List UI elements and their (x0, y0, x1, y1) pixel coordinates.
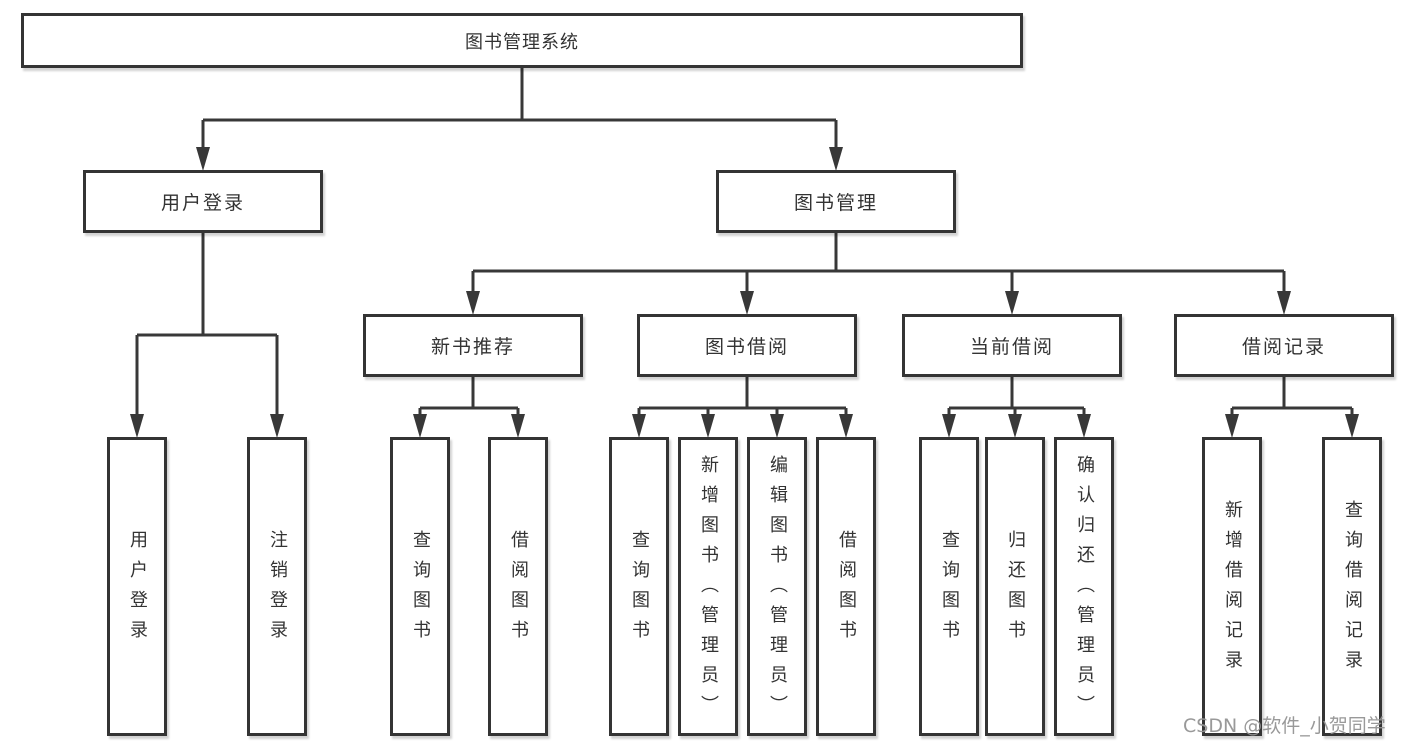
node-query-books-newbook: 查询图书 (390, 437, 450, 736)
node-current-borrowing: 当前借阅 (902, 314, 1122, 377)
node-book-borrowing: 图书借阅 (637, 314, 857, 377)
node-query-books-borrowing: 查询图书 (609, 437, 669, 736)
node-library-management-system: 图书管理系统 (21, 13, 1023, 68)
node-book-management-branch: 图书管理 (716, 170, 956, 233)
node-borrowing-records: 借阅记录 (1174, 314, 1394, 377)
node-borrow-books-borrowing: 借阅图书 (816, 437, 876, 736)
node-query-books-current: 查询图书 (919, 437, 979, 736)
node-return-books: 归还图书 (985, 437, 1045, 736)
csdn-watermark: CSDN @软件_小贺同学 (1183, 715, 1386, 737)
node-user-login-leaf: 用户登录 (107, 437, 167, 736)
node-borrow-books-newbook: 借阅图书 (488, 437, 548, 736)
node-user-login-branch: 用户登录 (83, 170, 323, 233)
node-edit-books-admin: 编辑图书（管理员） (747, 437, 807, 736)
node-new-book-recommendation: 新书推荐 (363, 314, 583, 377)
node-confirm-return-admin: 确认归还（管理员） (1054, 437, 1114, 736)
node-logout: 注销登录 (247, 437, 307, 736)
node-query-borrow-record: 查询借阅记录 (1322, 437, 1382, 736)
arrowheads (130, 147, 1359, 438)
node-add-books-admin: 新增图书（管理员） (678, 437, 738, 736)
node-add-borrow-record: 新增借阅记录 (1202, 437, 1262, 736)
